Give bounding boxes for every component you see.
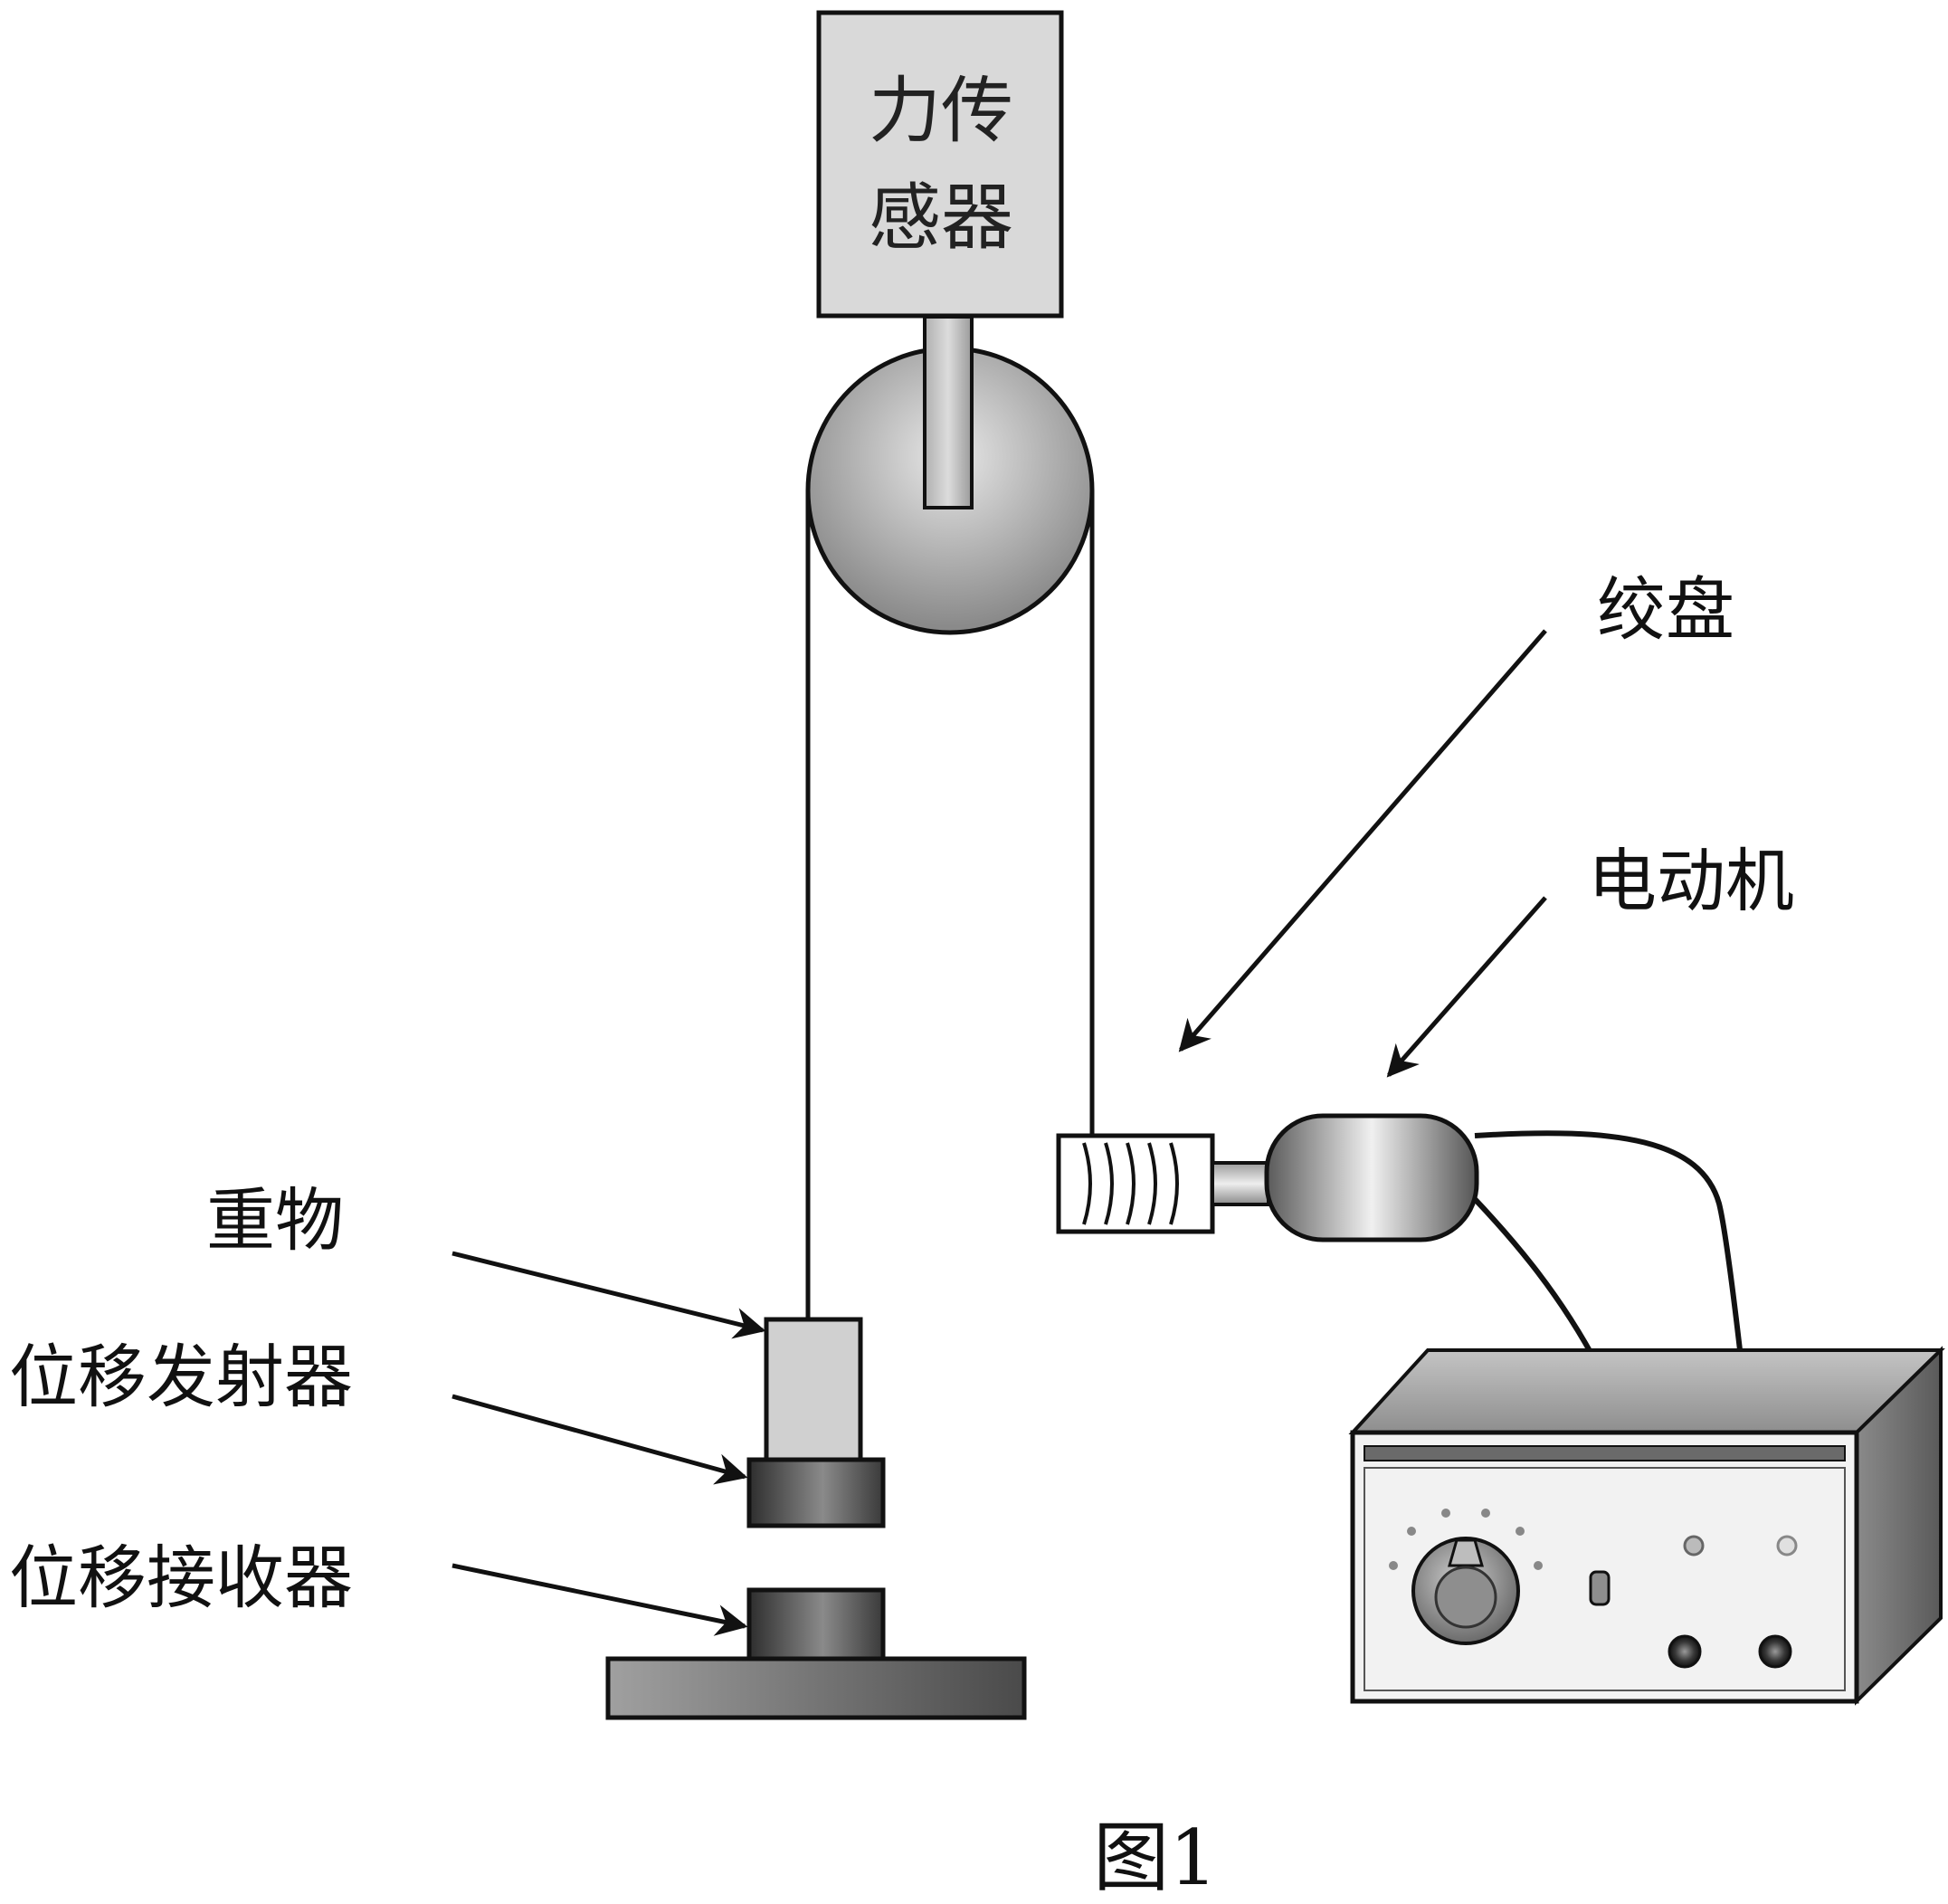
winch-label: 绞盘: [1597, 569, 1734, 650]
force-sensor: 力传 感器: [816, 10, 1064, 319]
winch-drum: [1056, 1133, 1215, 1234]
displacement-receiver-block: [746, 1587, 886, 1661]
pulley-axle: [923, 315, 974, 509]
displacement-emitter-block: [746, 1457, 886, 1528]
control-knob: [1411, 1537, 1520, 1645]
weight-block: [764, 1317, 863, 1462]
indicator-light: [1683, 1535, 1798, 1557]
motor-shaft: [1211, 1161, 1270, 1206]
callout-arrow: [451, 629, 1547, 1636]
power-supply: [1348, 1346, 1945, 1706]
force-sensor-label-line2: 感器: [869, 176, 1013, 260]
displacement-receiver-label: 位移接收器: [9, 1537, 353, 1618]
weight-label: 重物: [206, 1180, 344, 1261]
receiver-base: [605, 1656, 1027, 1720]
output-jack: [1668, 1634, 1792, 1669]
rope: [805, 490, 1095, 1319]
force-sensor-label-line1: 力传: [869, 69, 1013, 153]
power-switch: [1589, 1570, 1611, 1606]
displacement-emitter-label: 位移发射器: [9, 1337, 353, 1417]
dial-tick-marks: [1389, 1509, 1543, 1570]
motor-label: 电动机: [1588, 841, 1794, 921]
figure-caption: 图1: [1093, 1814, 1217, 1902]
electric-motor: [1264, 1113, 1479, 1242]
